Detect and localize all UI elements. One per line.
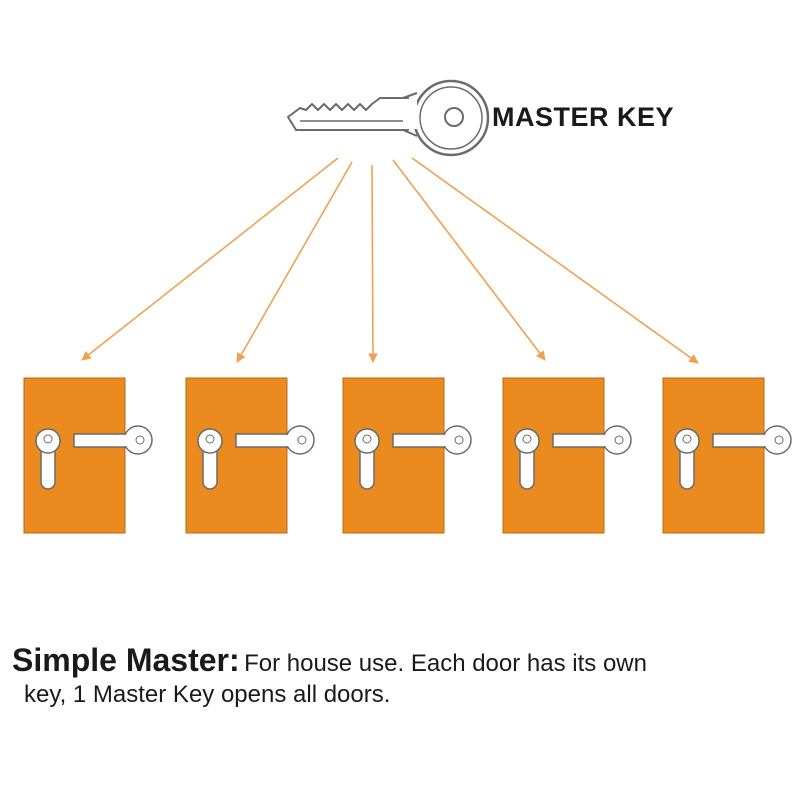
door-icon (342, 377, 472, 534)
door-icon (23, 377, 153, 534)
arrow-icon (236, 161, 353, 363)
door-key-icon (552, 425, 632, 455)
cylinder-lock-icon (197, 428, 223, 490)
master-key-icon (287, 79, 490, 157)
caption-line-1: For house use. Each door has its own (244, 650, 647, 677)
cylinder-lock-icon (674, 428, 700, 490)
arrow-icon (392, 159, 546, 361)
cylinder-lock-icon (354, 428, 380, 490)
arrow-icon (81, 157, 339, 361)
doors (23, 377, 792, 534)
door-icon (185, 377, 315, 534)
caption: Simple Master: For house use. Each door … (12, 640, 792, 710)
cylinder-lock-icon (514, 428, 540, 490)
cylinder-lock-icon (35, 428, 61, 490)
arrow-icon (411, 157, 699, 364)
caption-title: Simple Master: (12, 642, 240, 678)
door-icon (502, 377, 632, 534)
door-key-icon (712, 425, 792, 455)
door-key-icon (392, 425, 472, 455)
master-key-label: MASTER KEY (492, 102, 675, 132)
door-key-icon (235, 425, 315, 455)
caption-line-2: key, 1 Master Key opens all doors. (24, 681, 391, 708)
arrow-icon (368, 164, 378, 363)
door-key-icon (73, 425, 153, 455)
door-icon (662, 377, 792, 534)
arrows (81, 157, 699, 364)
